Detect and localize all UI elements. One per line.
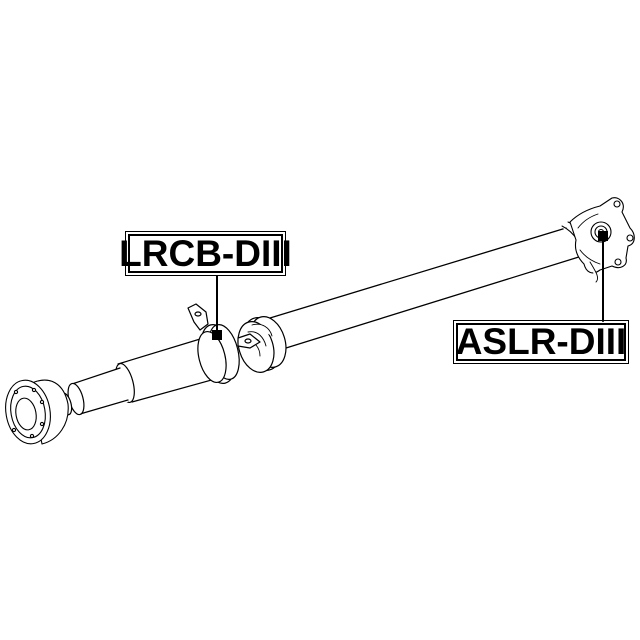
marker-aslr <box>598 231 608 241</box>
front-cv-joint <box>5 379 69 445</box>
part-label-lrcb-text: LRCB-DIII <box>119 232 292 274</box>
part-label-aslr[interactable]: ASLR-DIII <box>453 320 629 364</box>
marker-lrcb <box>212 330 222 340</box>
part-label-lrcb[interactable]: LRCB-DIII <box>119 231 292 276</box>
part-label-aslr-text: ASLR-DIII <box>455 321 627 362</box>
center-bearing-bracket <box>187 303 261 384</box>
